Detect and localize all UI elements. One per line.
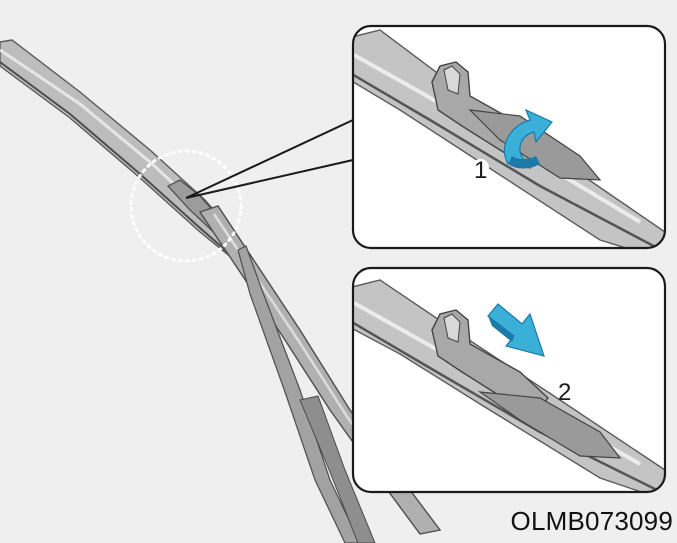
- panel-2-blade-rubber: [353, 316, 665, 492]
- panel-2-arm-end: [477, 391, 622, 459]
- callout-leader: [185, 119, 354, 199]
- panel-2-frame: [351, 266, 667, 494]
- detail-panel-step-1: [351, 24, 667, 250]
- panel-1-blade-rubber: [353, 68, 665, 248]
- wiper-arm-lower-tip: [299, 395, 376, 543]
- figure-code: OLMB073099: [510, 506, 673, 536]
- panel-1-frame: [351, 24, 667, 250]
- panel-2-clip-hook: [443, 313, 461, 343]
- wiper-arm-rod: [237, 245, 361, 543]
- panel-1-clip-hook: [443, 65, 461, 95]
- step-2-label: 2: [558, 379, 572, 406]
- panel-1-arm-end: [468, 109, 602, 181]
- step-1-label: 1: [472, 157, 490, 184]
- detail-panel-step-2: [351, 266, 667, 494]
- panel-2-clip: [431, 309, 549, 415]
- slide-arrow-icon: [487, 303, 545, 357]
- rotate-arrow-icon: [503, 108, 553, 169]
- magnify-circle-icon: [129, 149, 243, 263]
